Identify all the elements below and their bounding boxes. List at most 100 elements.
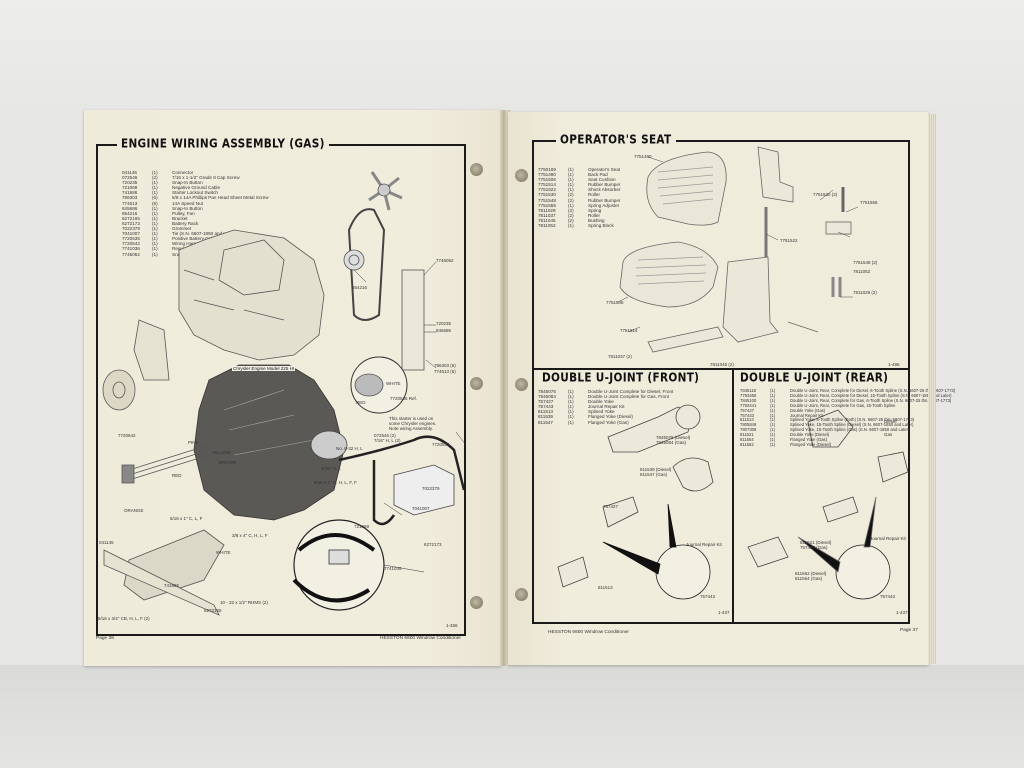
part-desc: Flanged Yoke (Diesel)	[790, 441, 831, 447]
part-qty: (1)	[568, 389, 574, 394]
parts-list-row: 7805849(1)Splined Yoke, 15-Tooth Spline …	[740, 422, 955, 428]
ujoint-rear-parts-list: 7845118(1)Double U-Joint, Rear, Complete…	[740, 388, 955, 448]
part-qty: (1)	[152, 170, 158, 175]
parts-list-row: 786303(6)5/8 x 14A Phillips Pan Head She…	[122, 195, 269, 200]
section-title: ENGINE WIRING ASSEMBLY (GAS)	[117, 137, 329, 151]
parts-list-row: 721068(1)Negative Ground Cable	[122, 185, 269, 190]
callout-front-assembly: 7845076 (Diesel) 7845084 (Gas)	[656, 435, 691, 445]
callout-bracket: 6272165	[204, 608, 222, 613]
callout-front-double-yoke: 757427	[603, 504, 619, 509]
parts-list-row: 757443(1)Journal Repair Kit	[538, 404, 673, 409]
section-divider-vertical	[732, 368, 734, 622]
parts-list-row: 7751514(1)Rubber Bumper	[538, 182, 620, 187]
part-desc: Double U-Joint, Rear, Complete for Gas, …	[790, 402, 896, 408]
front-figure-number: 1-437	[718, 610, 730, 615]
part-qty: (1)	[152, 205, 158, 211]
callout-block: 7811052	[853, 269, 871, 274]
ujoint-front-title: DOUBLE U-JOINT (FRONT)	[538, 371, 704, 385]
part-qty: (2)	[568, 192, 574, 198]
part-pn: 811539	[538, 414, 553, 420]
callout-yellow-wire: YELLOW	[212, 450, 231, 455]
part-pn: 786303	[122, 195, 138, 201]
callout-roller: 7751530 (2)	[813, 192, 838, 197]
callout-rear-flanged: 811562 (Diesel) 811554 (Gas)	[795, 571, 827, 581]
page-number: Page 37	[900, 628, 918, 633]
parts-list-row: 7720535(1)Positive Battery Cable	[122, 236, 269, 241]
part-pn: 7741036	[122, 246, 140, 252]
part-qty: (1)	[568, 399, 574, 405]
part-qty: (1)	[568, 172, 574, 178]
parts-list-row: 7811052(1)Spring Block	[538, 223, 620, 228]
part-pn: 7751530	[538, 192, 556, 198]
parts-list-row: 7793441(1)Double U-Joint, Rear, Complete…	[740, 402, 955, 409]
rear-figure-number: 1-437	[896, 610, 908, 615]
callout-bolt-516: 5/16" H, L	[321, 466, 341, 471]
callout-adjuster: 7751555	[860, 200, 878, 205]
part-desc: Bushing	[588, 217, 605, 223]
parts-list-row: 041145(1)Connector	[122, 170, 269, 175]
part-pn: 7041007	[122, 231, 140, 237]
callout-front-kit: Journal Repair Kit	[686, 542, 722, 547]
part-pn: 6272165	[122, 215, 140, 221]
part-qty: (1)	[568, 394, 574, 400]
part-qty: (1)	[568, 167, 574, 172]
part-qty: (1)	[770, 417, 776, 423]
callout-shock: 7751522	[780, 238, 798, 243]
parts-list-row: 7845076(1)Double U-Joint Complete for Di…	[538, 389, 673, 394]
callout-capscrew-2: 7/16" H, L (2)	[374, 438, 401, 443]
part-qty: (1)	[770, 412, 776, 418]
parts-list-row: 845686(1)Snap-In Button	[122, 206, 269, 211]
part-pn: 7745052	[122, 251, 140, 257]
part-qty: (1)	[152, 226, 158, 232]
part-desc: 5/8 x 14A Phillips Pan Head Sheet Metal …	[172, 195, 269, 201]
binder-hole	[515, 588, 528, 601]
callout-no832: No. 8-32 H, L	[336, 446, 363, 451]
left-page: ENGINE WIRING ASSEMBLY (GAS) 041145(1)Co…	[84, 110, 501, 666]
callout-bolt-f: 5/16 x 1" C, L, F	[170, 516, 203, 521]
callout-brown-wire: BROWN	[219, 460, 237, 465]
parts-list-row: 072546(2)7/16 x 1-1/2" Grade 8 Cap Screw	[122, 175, 269, 180]
part-pn: 7751555	[538, 202, 556, 208]
page-number: Page 36	[96, 636, 114, 641]
callout-bolt-38: 3/8 x 4" C, H, L, F	[232, 533, 268, 538]
part-desc: Double U-Joint, Rear, Complete for Diese…	[790, 392, 952, 398]
part-desc: Snap-In Button	[172, 180, 203, 186]
part-qty: (2)	[568, 207, 574, 213]
part-desc: Spring	[588, 207, 602, 213]
part-desc: Seat Cushion	[588, 177, 616, 183]
part-qty: (1)	[568, 202, 574, 208]
part-pn: 7793458	[740, 392, 757, 398]
part-pn: 774513	[122, 200, 138, 206]
seat-illustration	[557, 146, 909, 600]
part-pn: 854216	[122, 210, 138, 216]
parts-list-row: 6272165(1)Bracket	[122, 216, 269, 221]
callout-spring: 7811029 (2)	[853, 290, 877, 295]
part-pn: 811521	[740, 432, 754, 438]
part-qty: (1)	[770, 392, 776, 398]
part-qty: (1)	[568, 419, 574, 425]
callout-front-splined: 811513	[598, 585, 613, 590]
figure-frame	[532, 140, 910, 624]
parts-list-row: 854216(1)Pulley, Fan	[122, 211, 269, 216]
part-qty: (2)	[568, 212, 574, 218]
callout-rear-double-yoke: 811521 (Diesel) 757427 (Gas)	[800, 540, 832, 550]
callout-starter-note: This starter is used on some Chrysler en…	[389, 416, 437, 431]
parts-list-row: 7807308(1)Splined Yoke, 15-Tooth Spline …	[740, 427, 955, 433]
part-qty: (1)	[152, 215, 158, 221]
callout-red-wire: RED	[172, 473, 182, 478]
part-qty: (1)	[770, 441, 776, 447]
parts-list-row: 7811045(2)Bushing	[538, 218, 620, 223]
part-desc: Battery Rack	[172, 220, 199, 226]
callout-grommet: 7022379	[422, 486, 440, 491]
parts-list-row: 774513(6)14A Speed Nut	[122, 201, 269, 206]
part-desc: Double Yoke	[588, 399, 614, 405]
part-desc: 7/16 x 1-1/2" Grade 8 Cap Screw	[172, 175, 240, 181]
part-desc: Journal Repair Kit	[588, 404, 625, 410]
parts-list-row: 811562(1)Flanged Yoke (Diesel)	[740, 441, 955, 448]
callout-button-mid-2: 845686	[436, 328, 452, 333]
callout-roller-2: 7811037 (2)	[608, 354, 632, 359]
callout-starter-red: RED	[356, 400, 366, 405]
callout-bumper-2: 7751548 (2)	[853, 260, 878, 265]
